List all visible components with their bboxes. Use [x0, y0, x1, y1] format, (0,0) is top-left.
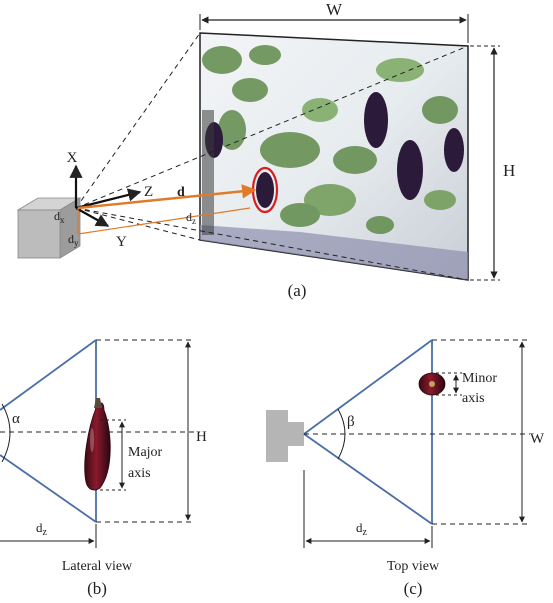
eggplant-top — [418, 372, 446, 396]
minor-axis-bracket — [436, 372, 462, 396]
width-dimension-top — [432, 339, 530, 525]
beta-arc — [337, 408, 346, 460]
foliage — [202, 45, 458, 234]
dz-label-lateral: dz — [36, 520, 48, 538]
height-label-lateral: H — [196, 429, 207, 445]
lateral-view-label: Lateral view — [62, 559, 133, 574]
eggplant-lateral — [84, 398, 111, 491]
axis-z-label: Z — [144, 184, 153, 200]
image-plane-photo — [199, 32, 469, 281]
width-dimension: W — [199, 0, 469, 43]
minor-axis-label-line1: Minor — [462, 371, 497, 386]
panel-a: W H X Z Y d — [16, 0, 515, 300]
camera-box — [16, 197, 82, 259]
height-label: H — [503, 161, 515, 180]
minor-axis-label-line2: axis — [462, 391, 485, 406]
fov-cone-top — [303, 339, 433, 525]
coordinate-axes: X Z Y — [67, 150, 154, 250]
alpha-label: α — [12, 411, 20, 427]
width-label-top: W — [530, 431, 545, 447]
dx-label: dx — [54, 209, 65, 225]
top-view-label: Top view — [387, 559, 440, 574]
distance-label: d — [177, 185, 185, 200]
caption-a: (a) — [288, 281, 307, 300]
fov-cone-lateral — [0, 339, 97, 523]
height-dimension-lateral — [96, 339, 195, 523]
major-axis-bracket — [100, 419, 126, 491]
dz-label-top: dz — [356, 520, 368, 538]
axis-y-label: Y — [116, 234, 127, 250]
panel-c: β Minor axis W dz Top view (c) — [266, 339, 545, 598]
height-dimension: H — [470, 45, 515, 281]
caption-b: (b) — [87, 579, 107, 598]
width-label: W — [326, 0, 343, 19]
alpha-arc — [1, 403, 11, 463]
dz-label: dz — [186, 210, 196, 226]
dy-label: dy — [68, 232, 79, 248]
beta-label: β — [347, 414, 355, 430]
major-axis-label-line1: Major — [128, 445, 163, 460]
caption-c: (c) — [404, 579, 423, 598]
field-of-view-lines — [75, 32, 469, 281]
major-axis-label-line2: axis — [128, 466, 151, 481]
axis-x-label: X — [67, 150, 78, 166]
panel-b: α Major axis H dz Lateral view (b) — [0, 339, 207, 598]
distance-vector: d — [77, 184, 257, 235]
camera-top-view — [266, 410, 304, 462]
